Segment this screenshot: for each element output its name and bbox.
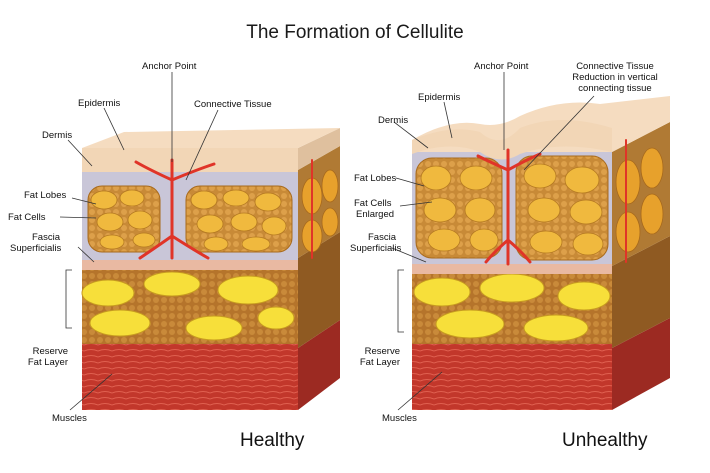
healthy-caption: Healthy bbox=[240, 430, 305, 451]
diagram-title: The Formation of Cellulite bbox=[246, 22, 464, 43]
unhealthy-side-muscle bbox=[612, 318, 670, 410]
unhealthy-label-fat-lobes: Fat Lobes bbox=[354, 173, 397, 184]
healthy-label-dermis: Dermis bbox=[42, 130, 73, 141]
unhealthy-label-enlarged: Enlarged bbox=[356, 209, 395, 220]
healthy-label-fat-lobes: Fat Lobes bbox=[24, 190, 67, 201]
unhealthy-label-epidermis: Epidermis bbox=[418, 92, 461, 103]
unhealthy-label-dermis: Dermis bbox=[378, 115, 409, 126]
leader-lines bbox=[59, 72, 595, 411]
healthy-label-connective-tissue: Connective Tissue bbox=[194, 99, 272, 110]
healthy-side-reserve bbox=[298, 232, 340, 348]
unhealthy-label-fat-layer: Fat Layer bbox=[359, 357, 400, 368]
healthy-epidermis bbox=[82, 148, 298, 172]
healthy-side-skin bbox=[298, 128, 340, 170]
healthy-block bbox=[81, 128, 340, 410]
unhealthy-fat-cells bbox=[420, 163, 604, 256]
unhealthy-label-fascia: Fascia bbox=[368, 232, 396, 243]
unhealthy-label-superficialis: Superficialis bbox=[350, 243, 402, 254]
healthy-muscle-layer bbox=[82, 342, 298, 410]
healthy-label-superficialis: Superficialis bbox=[10, 243, 62, 254]
healthy-fascia bbox=[82, 258, 298, 270]
unhealthy-label-connective-1: Connective Tissue bbox=[576, 61, 654, 72]
unhealthy-label-fat-cells: Fat Cells bbox=[354, 198, 392, 209]
healthy-label-anchor-point: Anchor Point bbox=[142, 61, 197, 72]
healthy-label-reserve: Reserve bbox=[32, 346, 68, 357]
unhealthy-side-reserve bbox=[612, 236, 670, 348]
healthy-label-epidermis: Epidermis bbox=[78, 98, 121, 109]
healthy-reserve-cells bbox=[81, 271, 295, 341]
unhealthy-septa bbox=[476, 139, 627, 266]
healthy-skin-top bbox=[82, 128, 340, 148]
unhealthy-side-cells bbox=[615, 147, 664, 253]
unhealthy-label-reserve: Reserve bbox=[364, 346, 400, 357]
healthy-label-fat-cells: Fat Cells bbox=[8, 212, 46, 223]
healthy-side-muscle bbox=[298, 320, 340, 410]
healthy-septa bbox=[134, 158, 313, 260]
unhealthy-caption: Unhealthy bbox=[562, 430, 648, 451]
unhealthy-label-anchor-point: Anchor Point bbox=[474, 61, 529, 72]
unhealthy-label-connective-2: Reduction in vertical bbox=[572, 72, 658, 83]
unhealthy-fascia bbox=[412, 262, 612, 274]
unhealthy-label-muscles: Muscles bbox=[382, 413, 417, 424]
healthy-label-fascia: Fascia bbox=[32, 232, 60, 243]
healthy-label-fat-layer: Fat Layer bbox=[27, 357, 68, 368]
unhealthy-block bbox=[412, 96, 670, 410]
unhealthy-muscle-layer bbox=[412, 342, 612, 410]
unhealthy-reserve-cells bbox=[413, 273, 611, 342]
healthy-fat-cells bbox=[90, 189, 287, 252]
unhealthy-label-connective-3: connecting tissue bbox=[578, 83, 652, 94]
healthy-label-muscles: Muscles bbox=[52, 413, 87, 424]
